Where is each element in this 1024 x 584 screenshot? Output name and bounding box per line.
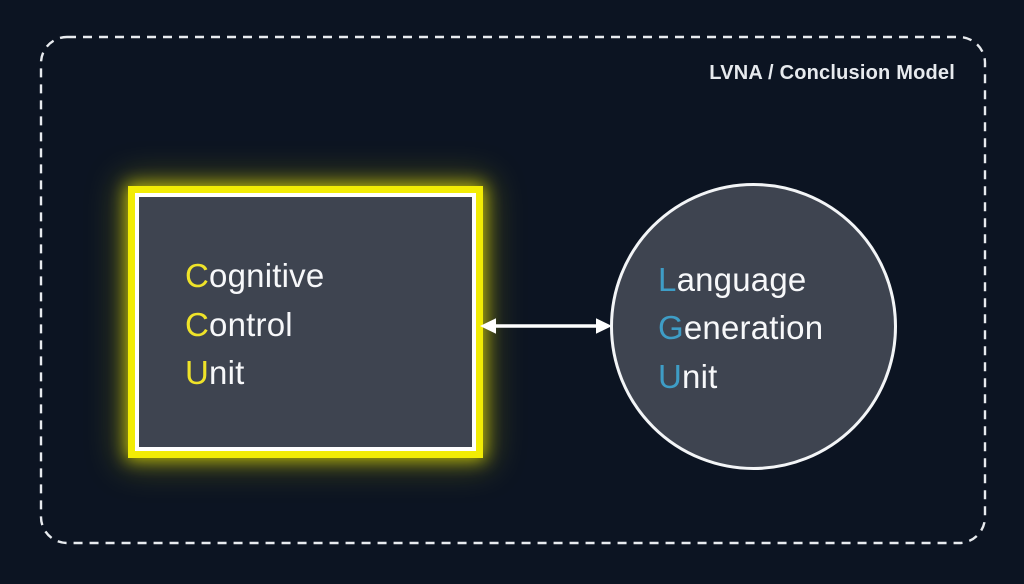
bidirectional-arrow xyxy=(480,318,612,334)
ccu-initial-2: C xyxy=(185,305,210,343)
ccu-rest-1: ognitive xyxy=(209,257,325,295)
node-language-generation-unit: Language Generation Unit xyxy=(610,183,897,470)
node-lgu-line-1: Language xyxy=(658,256,823,305)
lgu-initial-2: G xyxy=(658,309,684,347)
lgu-initial-3: U xyxy=(658,357,683,395)
node-ccu-line-3: Unit xyxy=(185,349,324,398)
node-lgu-label: Language Generation Unit xyxy=(613,252,823,402)
node-ccu-line-2: Control xyxy=(185,301,324,350)
node-ccu-line-1: Cognitive xyxy=(185,252,324,301)
lgu-rest-1: anguage xyxy=(676,260,807,298)
ccu-initial-3: U xyxy=(185,354,210,392)
lgu-rest-2: eneration xyxy=(683,309,824,347)
ccu-rest-2: ontrol xyxy=(209,305,293,343)
node-lgu-line-2: Generation xyxy=(658,304,823,353)
node-ccu-label: Cognitive Control Unit xyxy=(139,246,324,398)
lgu-rest-3: nit xyxy=(682,357,718,395)
node-lgu-line-3: Unit xyxy=(658,353,823,402)
dashed-frame xyxy=(39,35,987,545)
lgu-initial-1: L xyxy=(658,260,677,298)
ccu-initial-1: C xyxy=(185,257,210,295)
ccu-rest-3: nit xyxy=(209,354,245,392)
node-cognitive-control-unit: Cognitive Control Unit xyxy=(135,193,476,451)
diagram-title: LVNA / Conclusion Model xyxy=(709,62,955,84)
